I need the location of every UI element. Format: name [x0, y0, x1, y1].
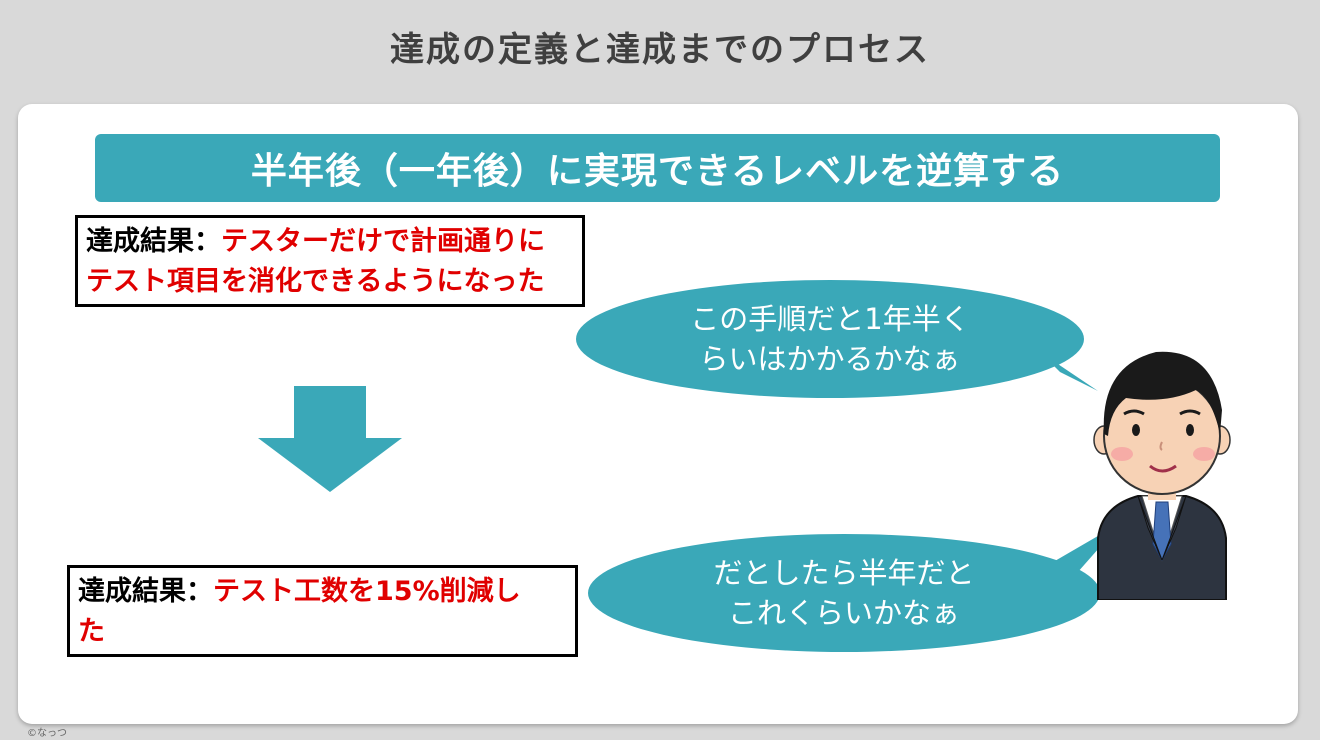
speech-bubble-1: この手順だと1年半く らいはかかるかなぁ: [576, 280, 1084, 398]
bubble-1-line-1: この手順だと1年半く: [690, 302, 970, 336]
result-1-value-line-1: テスターだけで計画通りに: [221, 226, 545, 257]
bubble-2-line-1: だとしたら半年だと: [713, 556, 975, 590]
down-arrow-icon: [258, 386, 402, 492]
result-1-line-1: 達成結果：テスターだけで計画通りに: [86, 222, 574, 262]
result-1-label: 達成結果：: [86, 226, 221, 257]
result-2-label: 達成結果：: [78, 576, 213, 607]
result-2-value-line-2: た: [78, 616, 105, 647]
banner-text: 半年後（一年後）に実現できるレベルを逆算する: [250, 151, 1065, 192]
slide-title: 達成の定義と達成までのプロセス: [390, 30, 930, 70]
banner: 半年後（一年後）に実現できるレベルを逆算する: [95, 134, 1220, 202]
result-2-line-1: 達成結果：テスト工数を15%削減し: [78, 572, 567, 612]
speech-bubble-2: だとしたら半年だと これくらいかなぁ: [588, 534, 1100, 652]
copyright-text: ©なっつ: [27, 728, 67, 739]
bubble-1-line-2: らいはかかるかなぁ: [699, 342, 961, 376]
businessman-illustration: [1093, 351, 1231, 600]
result-1-value-line-2: テスト項目を消化できるようになった: [86, 266, 545, 297]
result-box-2: 達成結果：テスト工数を15%削減し た: [67, 565, 578, 657]
result-2-value-line-1: テスト工数を15%削減し: [213, 576, 521, 607]
bubble-2-line-2: これくらいかなぁ: [727, 596, 960, 630]
result-box-1: 達成結果：テスターだけで計画通りに テスト項目を消化できるようになった: [75, 215, 585, 307]
